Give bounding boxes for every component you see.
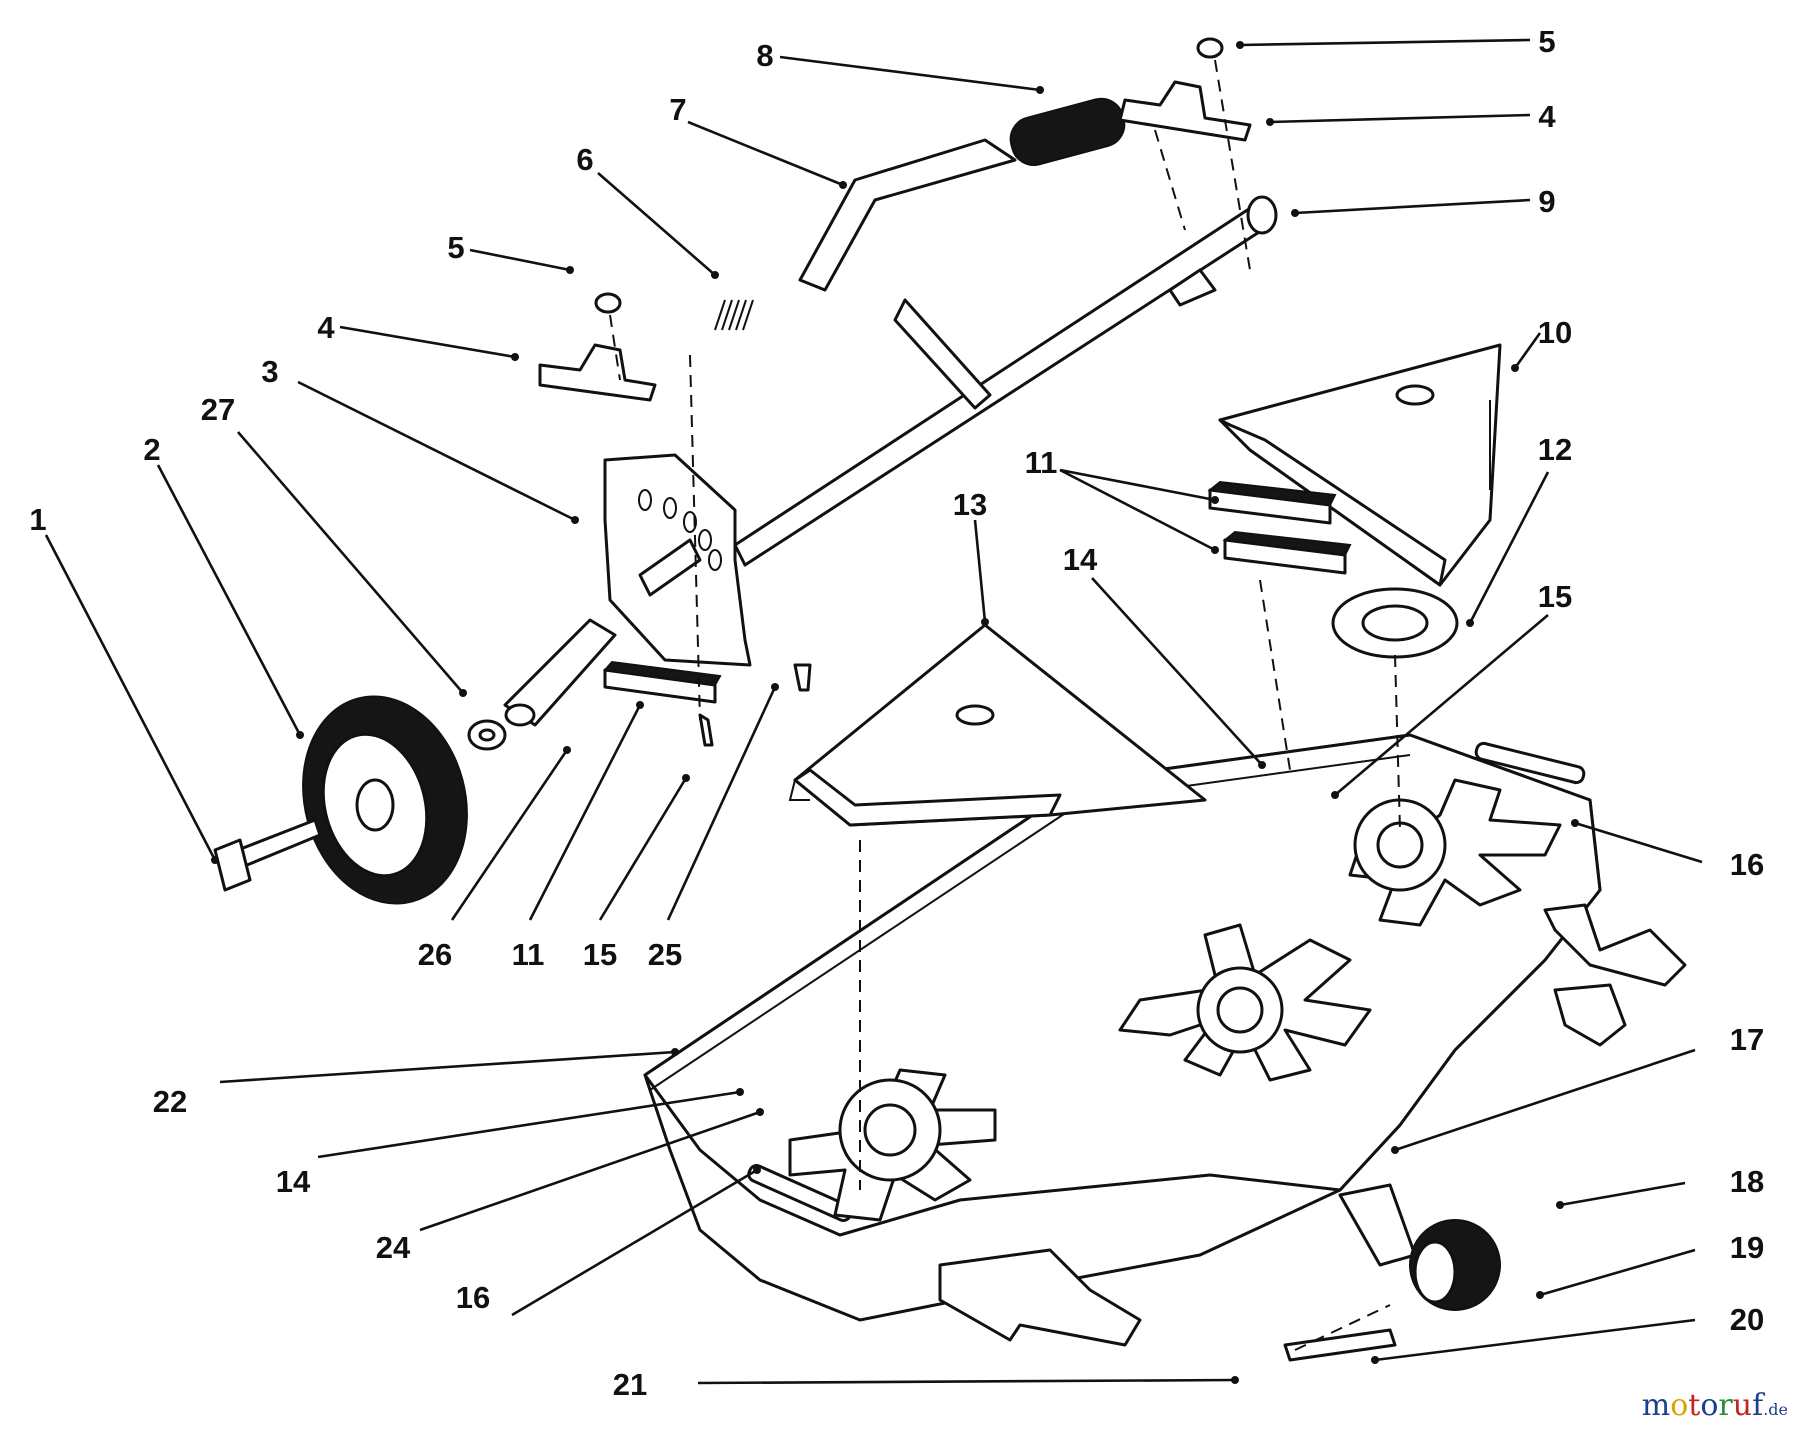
callout-13: 13 xyxy=(953,487,987,522)
lever-grip xyxy=(1009,97,1126,166)
lever-spring xyxy=(714,299,754,331)
wheel-axle-arm xyxy=(503,618,617,727)
callout-20: 20 xyxy=(1730,1302,1764,1337)
height-adjust-lever xyxy=(638,138,1017,597)
callout-11-right: 11 xyxy=(1025,445,1058,480)
callout-8: 8 xyxy=(756,38,773,73)
callout-18: 18 xyxy=(1730,1164,1764,1199)
watermark-logo: motoruf.de xyxy=(1642,1388,1788,1423)
watermark-letter: t xyxy=(1688,1388,1701,1423)
callout-5-left: 5 xyxy=(447,230,464,265)
callout-26: 26 xyxy=(418,937,452,972)
callout-15-right: 15 xyxy=(1538,579,1572,614)
callout-7: 7 xyxy=(669,92,686,127)
deck-hanger-right xyxy=(1543,903,1687,1047)
front-wheel xyxy=(302,695,468,905)
wear-pads-right xyxy=(1207,480,1352,575)
callout-24: 24 xyxy=(376,1230,411,1265)
height-adjust-shaft xyxy=(733,195,1278,567)
callout-2: 2 xyxy=(143,432,160,467)
callout-16-left: 16 xyxy=(456,1280,490,1315)
callout-14-top: 14 xyxy=(1063,542,1098,577)
wear-pad-left xyxy=(603,660,722,704)
wheel-bolt xyxy=(213,818,322,892)
callout-27: 27 xyxy=(201,392,235,427)
watermark-letter: f xyxy=(1752,1388,1764,1423)
watermark-text: motoruf xyxy=(1642,1388,1763,1423)
callout-1: 1 xyxy=(29,502,46,537)
callout-11-left: 11 xyxy=(512,937,545,972)
callout-25: 25 xyxy=(648,937,682,972)
callout-17: 17 xyxy=(1730,1022,1764,1057)
callout-4-left: 4 xyxy=(317,310,335,345)
roller-bracket xyxy=(1283,1328,1397,1362)
callout-22: 22 xyxy=(153,1084,187,1119)
anti-scalp-roller xyxy=(1338,1183,1501,1311)
callout-6: 6 xyxy=(576,142,593,177)
carriage-bolt-15 xyxy=(698,713,714,747)
watermark-suffix: .de xyxy=(1763,1400,1788,1419)
watermark-letter: o xyxy=(1700,1388,1719,1423)
shaft-clamp-right xyxy=(1118,80,1252,142)
callout-10: 10 xyxy=(1538,315,1572,350)
watermark-letter: m xyxy=(1641,1388,1671,1423)
callout-4-right: 4 xyxy=(1538,99,1556,134)
callout-16-right: 16 xyxy=(1730,847,1764,882)
callout-numbers: 1 2 27 3 4 5 6 7 8 5 4 9 10 11 12 13 14 … xyxy=(29,24,1764,1402)
callout-21: 21 xyxy=(613,1367,647,1402)
spindle-washer-plate xyxy=(1331,587,1459,659)
watermark-letter: o xyxy=(1670,1388,1689,1423)
carriage-bolt-25 xyxy=(793,663,812,692)
spindle-cover-left xyxy=(788,623,1207,827)
lock-nut-left xyxy=(594,292,622,314)
watermark-letter: u xyxy=(1732,1388,1753,1423)
mower-deck-housing xyxy=(643,733,1602,1322)
watermark-letter: r xyxy=(1718,1388,1733,1423)
wheel-washer xyxy=(467,719,507,751)
callout-5-right: 5 xyxy=(1538,24,1555,59)
shaft-clamp-left xyxy=(538,343,657,402)
callout-3: 3 xyxy=(261,354,278,389)
lock-nut-right xyxy=(1196,37,1224,59)
deck-hanger-left xyxy=(938,1248,1142,1347)
callout-12: 12 xyxy=(1538,432,1572,467)
assembly-lines xyxy=(609,59,1401,1351)
callout-15-left: 15 xyxy=(583,937,617,972)
leader-lines xyxy=(44,38,1703,1385)
callout-9: 9 xyxy=(1538,184,1555,219)
callout-19: 19 xyxy=(1730,1230,1764,1265)
callout-14-bottom: 14 xyxy=(276,1164,311,1199)
spindle-cover-right xyxy=(1218,343,1502,587)
